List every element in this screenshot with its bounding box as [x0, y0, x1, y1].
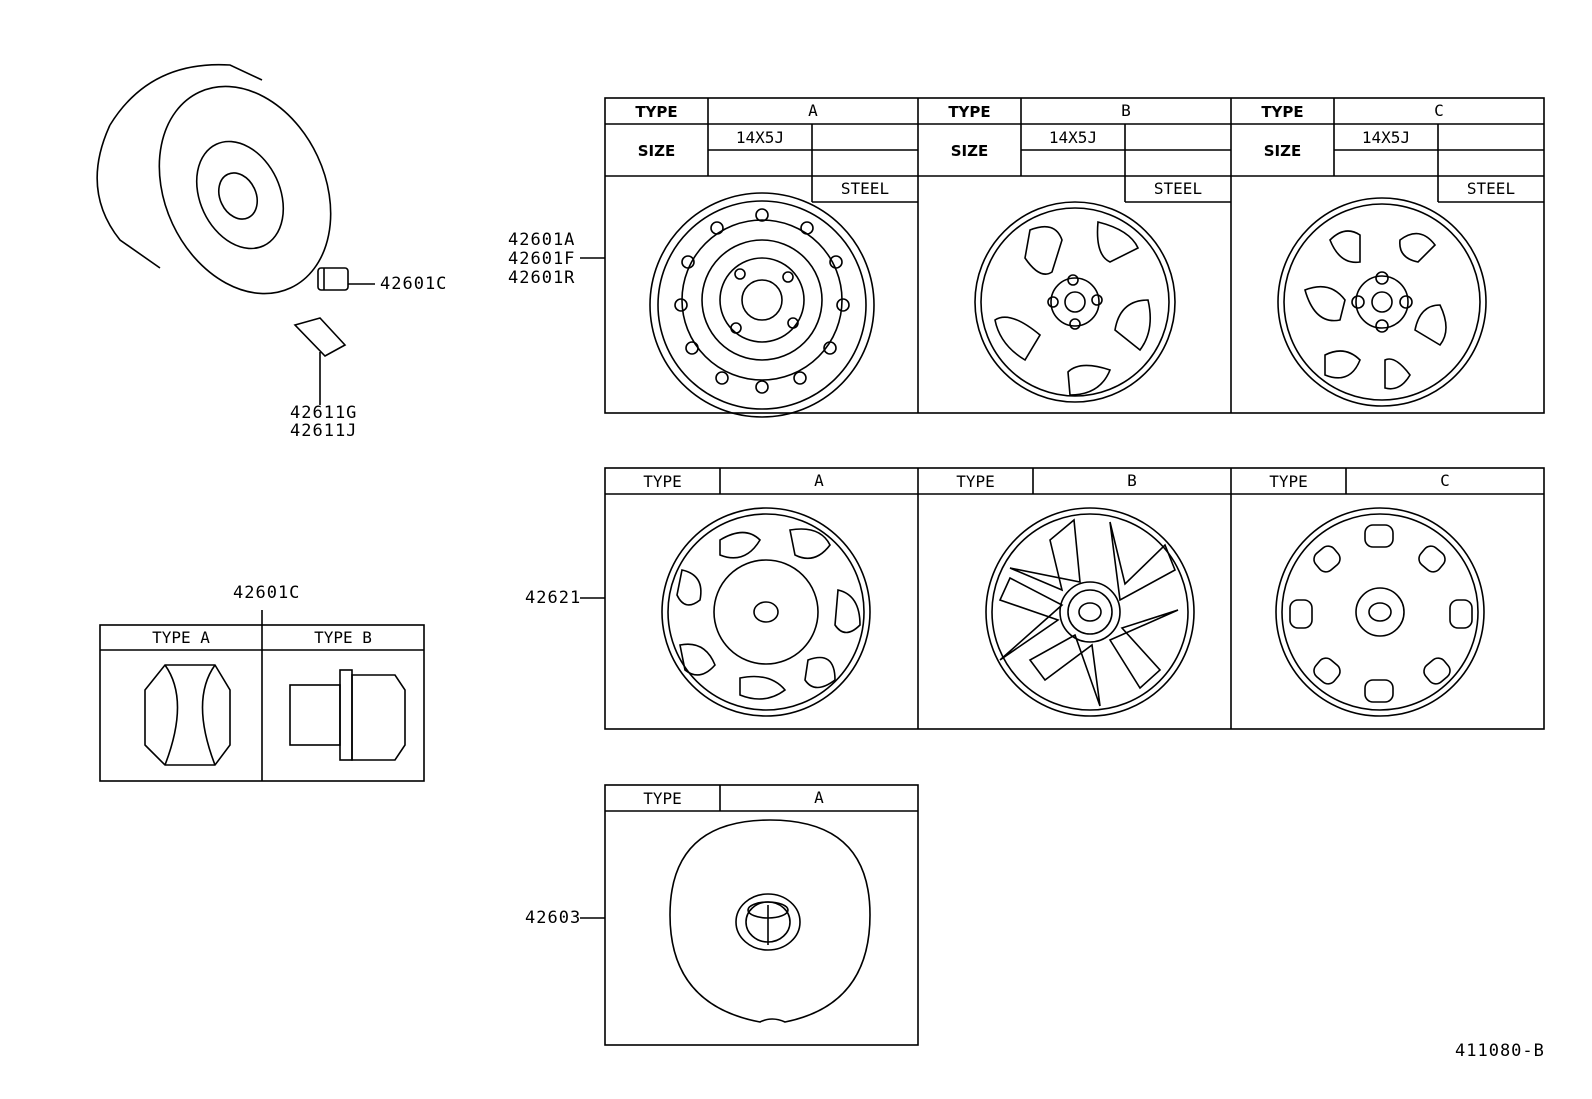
valve-part-label: 42601C	[380, 274, 448, 294]
wheel-b-size-value: 14X5J	[1048, 128, 1098, 147]
cover-c-type-value: C	[1440, 471, 1450, 490]
cover-a-type-label: TYPE	[643, 472, 682, 491]
wheel-a-size-value: 14X5J	[735, 128, 785, 147]
nut-table	[99, 610, 425, 782]
wheel-part-label-3: 42601R	[508, 268, 576, 288]
cap-illustration	[669, 819, 871, 1023]
wheel-c-type-label: TYPE	[1261, 103, 1304, 121]
tire-illustration	[96, 63, 332, 295]
wheel-c-type-value: C	[1434, 101, 1444, 120]
wheel-part-label-1: 42601A	[508, 230, 576, 250]
wheel-b-size-label: SIZE	[950, 142, 989, 160]
wheel-a-size-label: SIZE	[637, 142, 676, 160]
wheel-a-material: STEEL	[840, 179, 890, 198]
cover-table	[580, 467, 1545, 730]
valve-stem-part-label-2: 42611J	[290, 421, 358, 441]
cover-c-type-label: TYPE	[1269, 472, 1308, 491]
valve-stem-illustration	[293, 317, 347, 405]
wheel-c-illustration	[1277, 197, 1487, 407]
cap-table	[580, 784, 919, 1046]
cover-a-illustration	[661, 507, 871, 717]
wheel-table	[580, 97, 1545, 414]
wheel-c-material: STEEL	[1466, 179, 1516, 198]
cover-b-type-label: TYPE	[956, 472, 995, 491]
cap-type-value: A	[814, 788, 824, 807]
cover-b-illustration	[985, 507, 1195, 717]
wheel-a-type-value: A	[808, 101, 818, 120]
nut-type-b-label: TYPE B	[314, 628, 372, 647]
wheel-b-material: STEEL	[1153, 179, 1203, 198]
wheel-c-size-value: 14X5J	[1361, 128, 1411, 147]
wheel-a-illustration	[649, 192, 875, 418]
cover-b-type-value: B	[1127, 471, 1137, 490]
wheel-b-type-label: TYPE	[948, 103, 991, 121]
nut-part-label: 42601C	[233, 583, 301, 603]
diagram-id: 411080-B	[1455, 1041, 1545, 1061]
wheel-b-type-value: B	[1121, 101, 1131, 120]
cap-part-label: 42603	[525, 908, 582, 928]
wheel-a-type-label: TYPE	[635, 103, 678, 121]
cap-type-label: TYPE	[643, 789, 682, 808]
cover-c-illustration	[1275, 507, 1485, 717]
valve-stem-part-label-1: 42611G	[290, 403, 358, 423]
wheel-part-label-2: 42601F	[508, 249, 576, 269]
wheel-b-illustration	[974, 201, 1176, 403]
valve-illustration	[317, 267, 375, 291]
cover-a-type-value: A	[814, 471, 824, 490]
cover-part-label: 42621	[525, 588, 582, 608]
wheel-c-size-label: SIZE	[1263, 142, 1302, 160]
nut-type-a-label: TYPE A	[152, 628, 210, 647]
